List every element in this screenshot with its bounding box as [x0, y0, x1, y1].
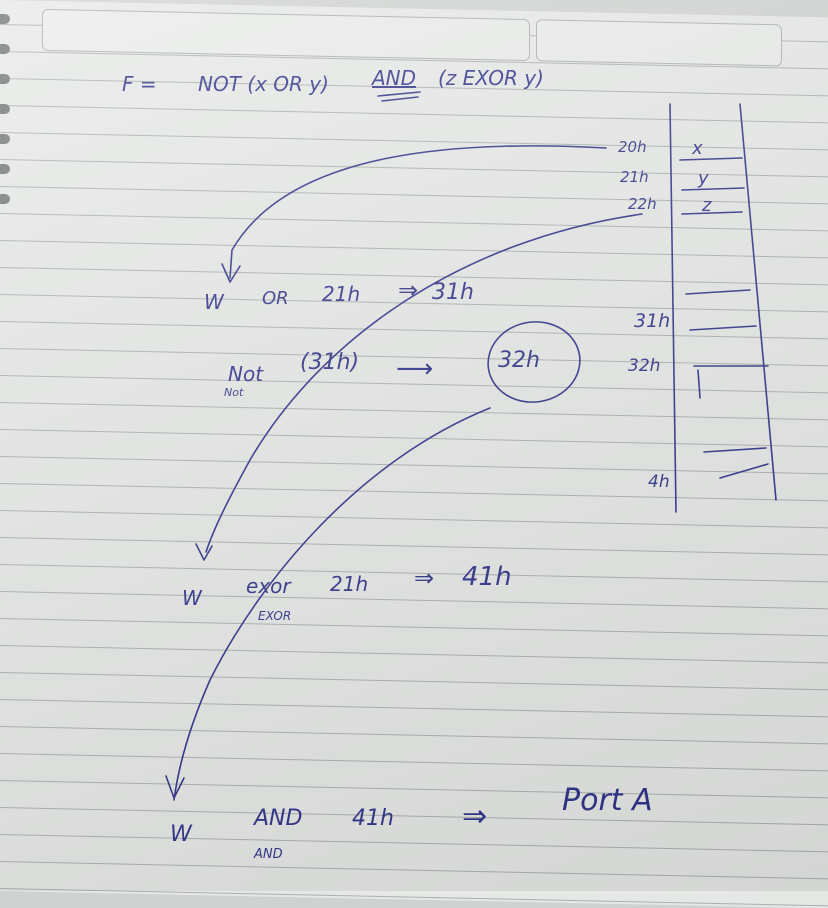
memory-table-left-border: [669, 103, 677, 513]
circle-32h: [487, 321, 581, 403]
memory-value-y: y: [698, 168, 709, 189]
step4-op-note: AND: [254, 847, 283, 862]
binding-hole: [0, 44, 10, 54]
memory-row-divider: [685, 289, 751, 295]
memory-label-20h: 20h: [618, 138, 647, 156]
memory-table-right-border: [739, 103, 777, 501]
step2-arrow: ⟶: [396, 354, 434, 384]
step2-operand: (31h): [300, 350, 360, 375]
flow-arrow-z-to-w: [205, 213, 643, 553]
memory-label-32h: 32h: [628, 356, 661, 376]
binding-hole: [0, 14, 10, 24]
step4-register: W: [170, 822, 192, 847]
equation-lhs: F =: [122, 72, 157, 96]
binding-hole: [0, 194, 10, 204]
step2-op: Not: [228, 362, 264, 386]
step4-dest: Port A: [562, 783, 653, 818]
step3-dest: 41h: [462, 562, 512, 592]
binding-hole: [0, 164, 10, 174]
equation-and: AND: [372, 66, 417, 90]
equation-not-part: NOT (x OR y): [198, 72, 329, 96]
step4-op: AND: [254, 806, 303, 831]
step3-op-note: EXOR: [258, 609, 292, 623]
memory-value-x: x: [692, 138, 703, 159]
memory-label-21h: 21h: [620, 168, 649, 186]
binding-hole: [0, 74, 10, 84]
step4-operand: 41h: [352, 806, 394, 831]
memory-tick: [697, 369, 701, 399]
memory-row-divider: [681, 211, 743, 215]
step1-dest: 31h: [432, 280, 474, 305]
step3-register: W: [182, 586, 202, 610]
memory-row-divider: [703, 447, 767, 453]
memory-value-z: z: [702, 195, 712, 216]
step3-operand: 21h: [330, 572, 369, 596]
flow-arrow-x-to-w: [229, 145, 607, 279]
step3-arrow: ⇒: [414, 564, 435, 592]
step1-op: OR: [262, 288, 289, 309]
memory-row-divider: [679, 157, 743, 161]
memory-label-31h: 31h: [634, 310, 671, 332]
memory-label-4h: 4h: [648, 472, 670, 492]
memory-row-divider: [689, 325, 757, 331]
step4-arrow: ⇒: [462, 799, 488, 834]
equation-exor-part: (z EXOR y): [438, 66, 544, 90]
binding-hole: [0, 104, 10, 114]
arrowhead: [221, 263, 241, 283]
step2-dest: 32h: [498, 348, 540, 373]
step1-register: W: [204, 290, 224, 314]
memory-row-divider: [681, 187, 745, 191]
step1-operand: 21h: [322, 282, 361, 306]
arrowhead: [165, 775, 185, 799]
binding-hole: [0, 134, 10, 144]
memory-label-22h: 22h: [628, 195, 657, 213]
step2-op-note: Not: [224, 386, 244, 399]
arrowhead: [195, 543, 213, 561]
flow-arrow-32h-to-w: [173, 407, 491, 801]
equation-double-underline: [377, 91, 421, 102]
memory-row-divider: [719, 463, 769, 479]
